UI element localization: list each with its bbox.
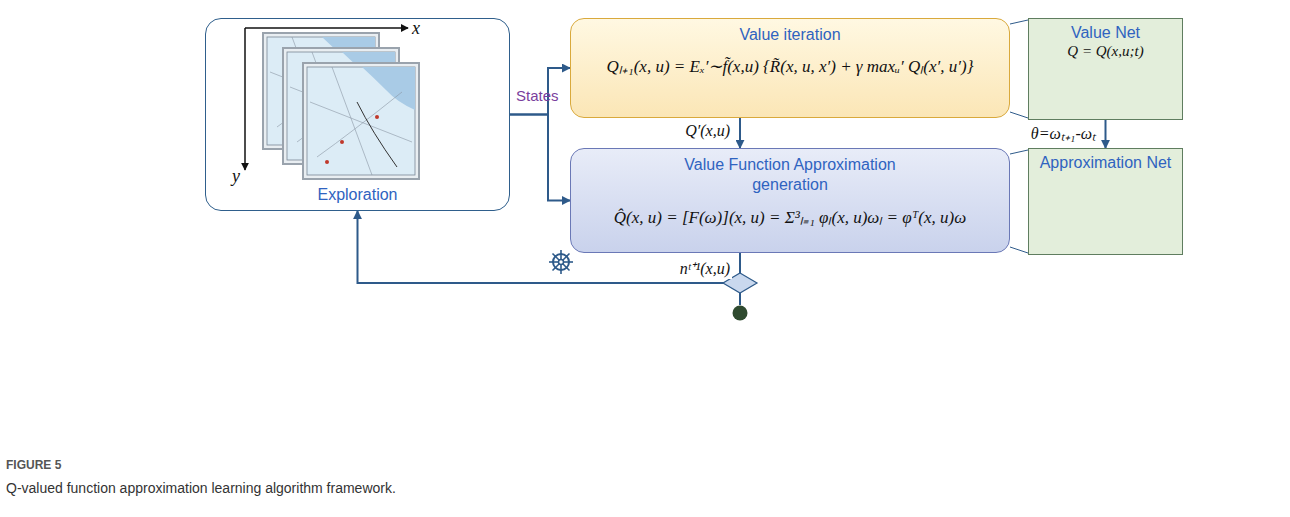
flow-arrow bbox=[510, 68, 570, 115]
axis-label: x bbox=[412, 18, 420, 39]
flow-arrow bbox=[739, 118, 741, 148]
helm-icon bbox=[549, 250, 573, 274]
helm-spoke bbox=[563, 254, 570, 261]
y-axis bbox=[244, 28, 246, 170]
helm-spoke bbox=[563, 264, 570, 271]
helm-spoke bbox=[560, 250, 562, 260]
map-layer bbox=[302, 62, 420, 180]
edge-label: θ=ωₜ₊₁-ωₜ bbox=[1029, 122, 1098, 144]
end-point bbox=[733, 306, 748, 321]
edge-label: Q′(x,u) bbox=[683, 122, 732, 140]
process-box: Value Function Approximation generationQ… bbox=[570, 148, 1010, 253]
node-title: Exploration bbox=[317, 185, 397, 204]
process-box: Value iterationQₗ₊₁(x, u) = Eₓ′∼f̃(x,u) … bbox=[570, 18, 1010, 118]
zoom-link bbox=[1010, 20, 1028, 118]
helm-spoke bbox=[564, 261, 574, 263]
flow-arrow bbox=[1105, 120, 1107, 148]
network-box: Approximation Net bbox=[1028, 148, 1183, 255]
node-title: Value iteration bbox=[739, 25, 840, 44]
helm-spoke bbox=[553, 254, 560, 261]
zoom-link bbox=[1010, 150, 1028, 253]
figure-caption: Q-valued function approximation learning… bbox=[6, 480, 396, 496]
figure-number: FIGURE 5 bbox=[6, 458, 61, 472]
flow-label: States bbox=[516, 87, 559, 104]
x-axis bbox=[245, 27, 408, 29]
helm-hub bbox=[559, 260, 564, 265]
edge-label: nᵗ⁺¹(x,u) bbox=[678, 257, 732, 279]
node-title: Approximation Net bbox=[1040, 153, 1172, 172]
exploration-panel: Exploration bbox=[205, 18, 510, 211]
end-link bbox=[739, 293, 741, 305]
node-title: Value Function Approximation generation bbox=[650, 155, 930, 195]
node-title: Value Net bbox=[1071, 23, 1140, 42]
helm-spokes bbox=[549, 250, 573, 274]
network-box: Value NetQ = Q(x,u;t) bbox=[1028, 18, 1183, 120]
helm-spoke bbox=[549, 261, 559, 263]
axis-label: y bbox=[232, 166, 240, 187]
node-formula: Q̂(x, u) = [F(ω)](x, u) = Σ³ₗ₌₁ φₗ(x, u)… bbox=[614, 205, 966, 228]
helm-spoke bbox=[560, 265, 562, 275]
helm-spoke bbox=[553, 264, 560, 271]
flow-arrow bbox=[510, 115, 570, 201]
node-formula: Qₗ₊₁(x, u) = Eₓ′∼f̃(x,u) {R̃(x, u, x′) +… bbox=[607, 54, 974, 77]
node-formula: Q = Q(x,u;t) bbox=[1067, 43, 1143, 60]
